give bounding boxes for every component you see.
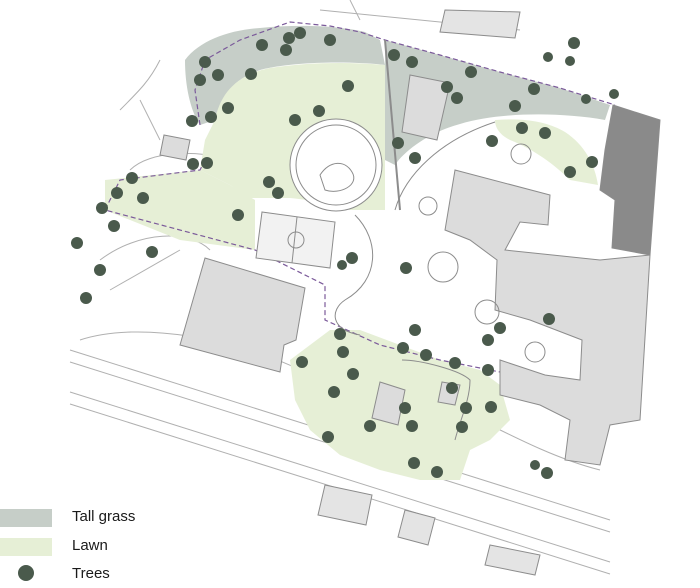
legend-item-tall-grass: Tall grass: [0, 505, 200, 531]
legend-label-lawn: Lawn: [72, 537, 108, 554]
lawn-swatch: [0, 538, 52, 556]
map-legend: Tall grass Lawn Trees: [0, 505, 200, 588]
facilities: [255, 39, 546, 441]
legend-item-trees: Trees: [0, 562, 200, 588]
legend-label-trees: Trees: [72, 565, 110, 582]
legend-item-lawn: Lawn: [0, 534, 200, 560]
trees: [71, 27, 619, 479]
site-boundary: [104, 21, 616, 373]
tall-grass-swatch: [0, 509, 52, 527]
tree-dot-icon: [18, 565, 34, 581]
legend-label-tall-grass: Tall grass: [72, 508, 136, 525]
